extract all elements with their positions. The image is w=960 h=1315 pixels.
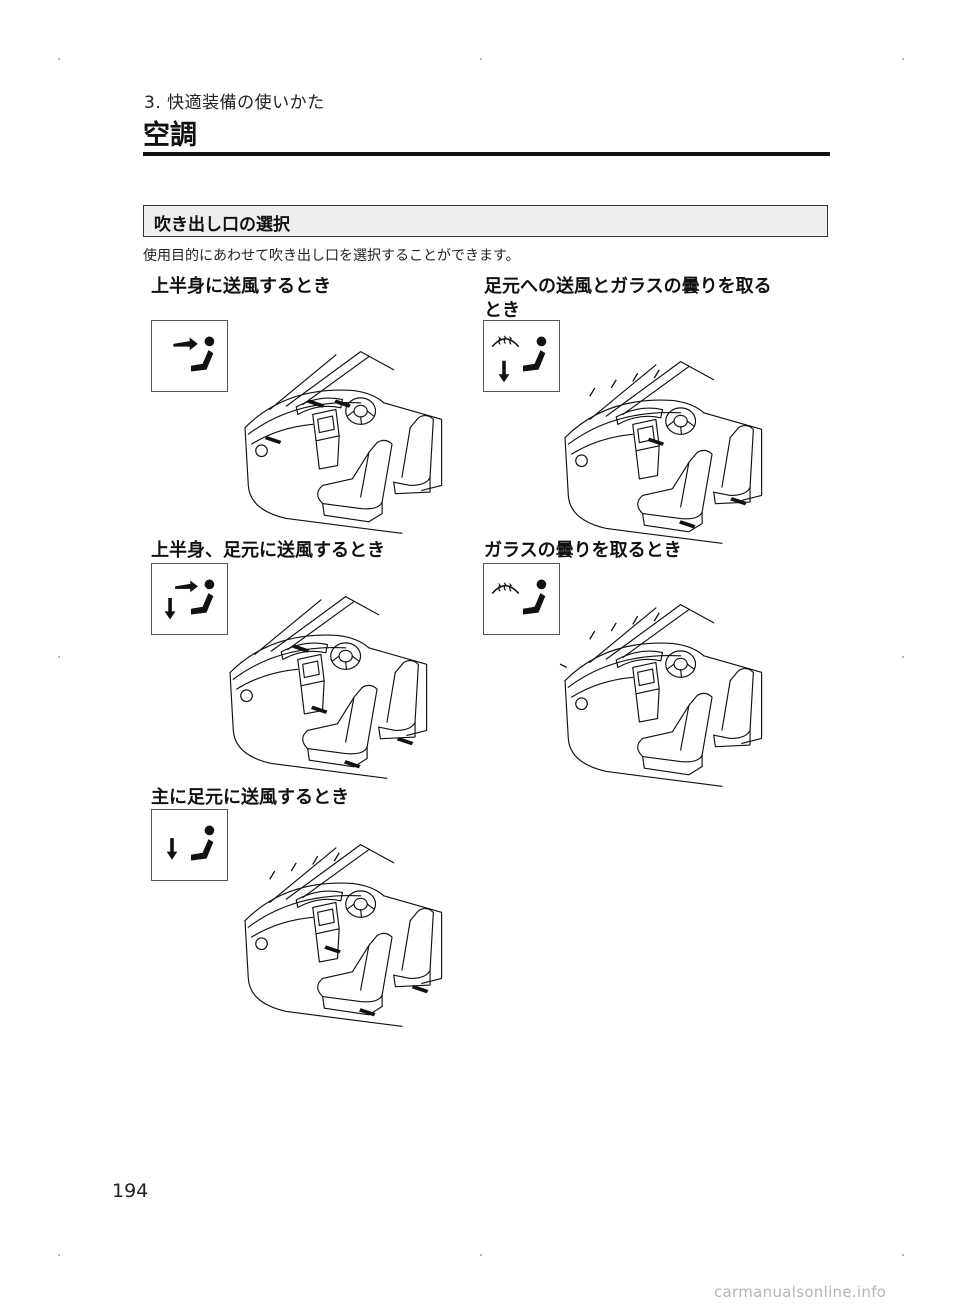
intro-text: 使用目的にあわせて吹き出し口を選択することができます。: [143, 248, 520, 264]
mode-title-floor: 主に足元に送風するとき: [151, 787, 349, 808]
crop-mark: [58, 656, 60, 658]
section-heading-box: [143, 205, 828, 237]
mode-title-bi-level: 上半身、足元に送風するとき: [151, 540, 385, 561]
crop-mark: [902, 656, 904, 658]
car-interior-floor-illustration: [215, 838, 465, 1028]
title-rule: [143, 152, 830, 156]
crop-mark: [902, 58, 904, 60]
section-heading: 吹き出し口の選択: [154, 215, 290, 235]
watermark: carmanualsonline.info: [714, 1283, 887, 1301]
crop-mark: [58, 58, 60, 60]
floor-vent-icon: [151, 809, 228, 881]
crop-mark: [480, 1254, 482, 1256]
crop-mark: [58, 1254, 60, 1256]
floor-defrost-icon: [483, 320, 560, 392]
mode-title-face: 上半身に送風するとき: [151, 276, 331, 297]
crop-mark: [480, 58, 482, 60]
face-vent-icon: [151, 320, 228, 392]
page-number: 194: [112, 1180, 149, 1202]
page-title: 空調: [143, 120, 197, 151]
mode-title-floor-defrost-line2: とき: [484, 300, 520, 321]
car-interior-floor-defrost-illustration: [535, 355, 785, 545]
car-interior-face-illustration: [215, 345, 465, 535]
car-interior-defrost-illustration: [559, 598, 785, 788]
defrost-icon: [483, 563, 560, 635]
crop-mark: [902, 1254, 904, 1256]
chapter-label: 3. 快適装備の使いかた: [144, 93, 325, 113]
mode-title-defrost: ガラスの曇りを取るとき: [484, 540, 682, 561]
mode-title-floor-defrost: 足元への送風とガラスの曇りを取る: [484, 276, 772, 297]
bi-level-icon: [151, 563, 228, 635]
car-interior-bi-level-illustration: [200, 590, 450, 780]
